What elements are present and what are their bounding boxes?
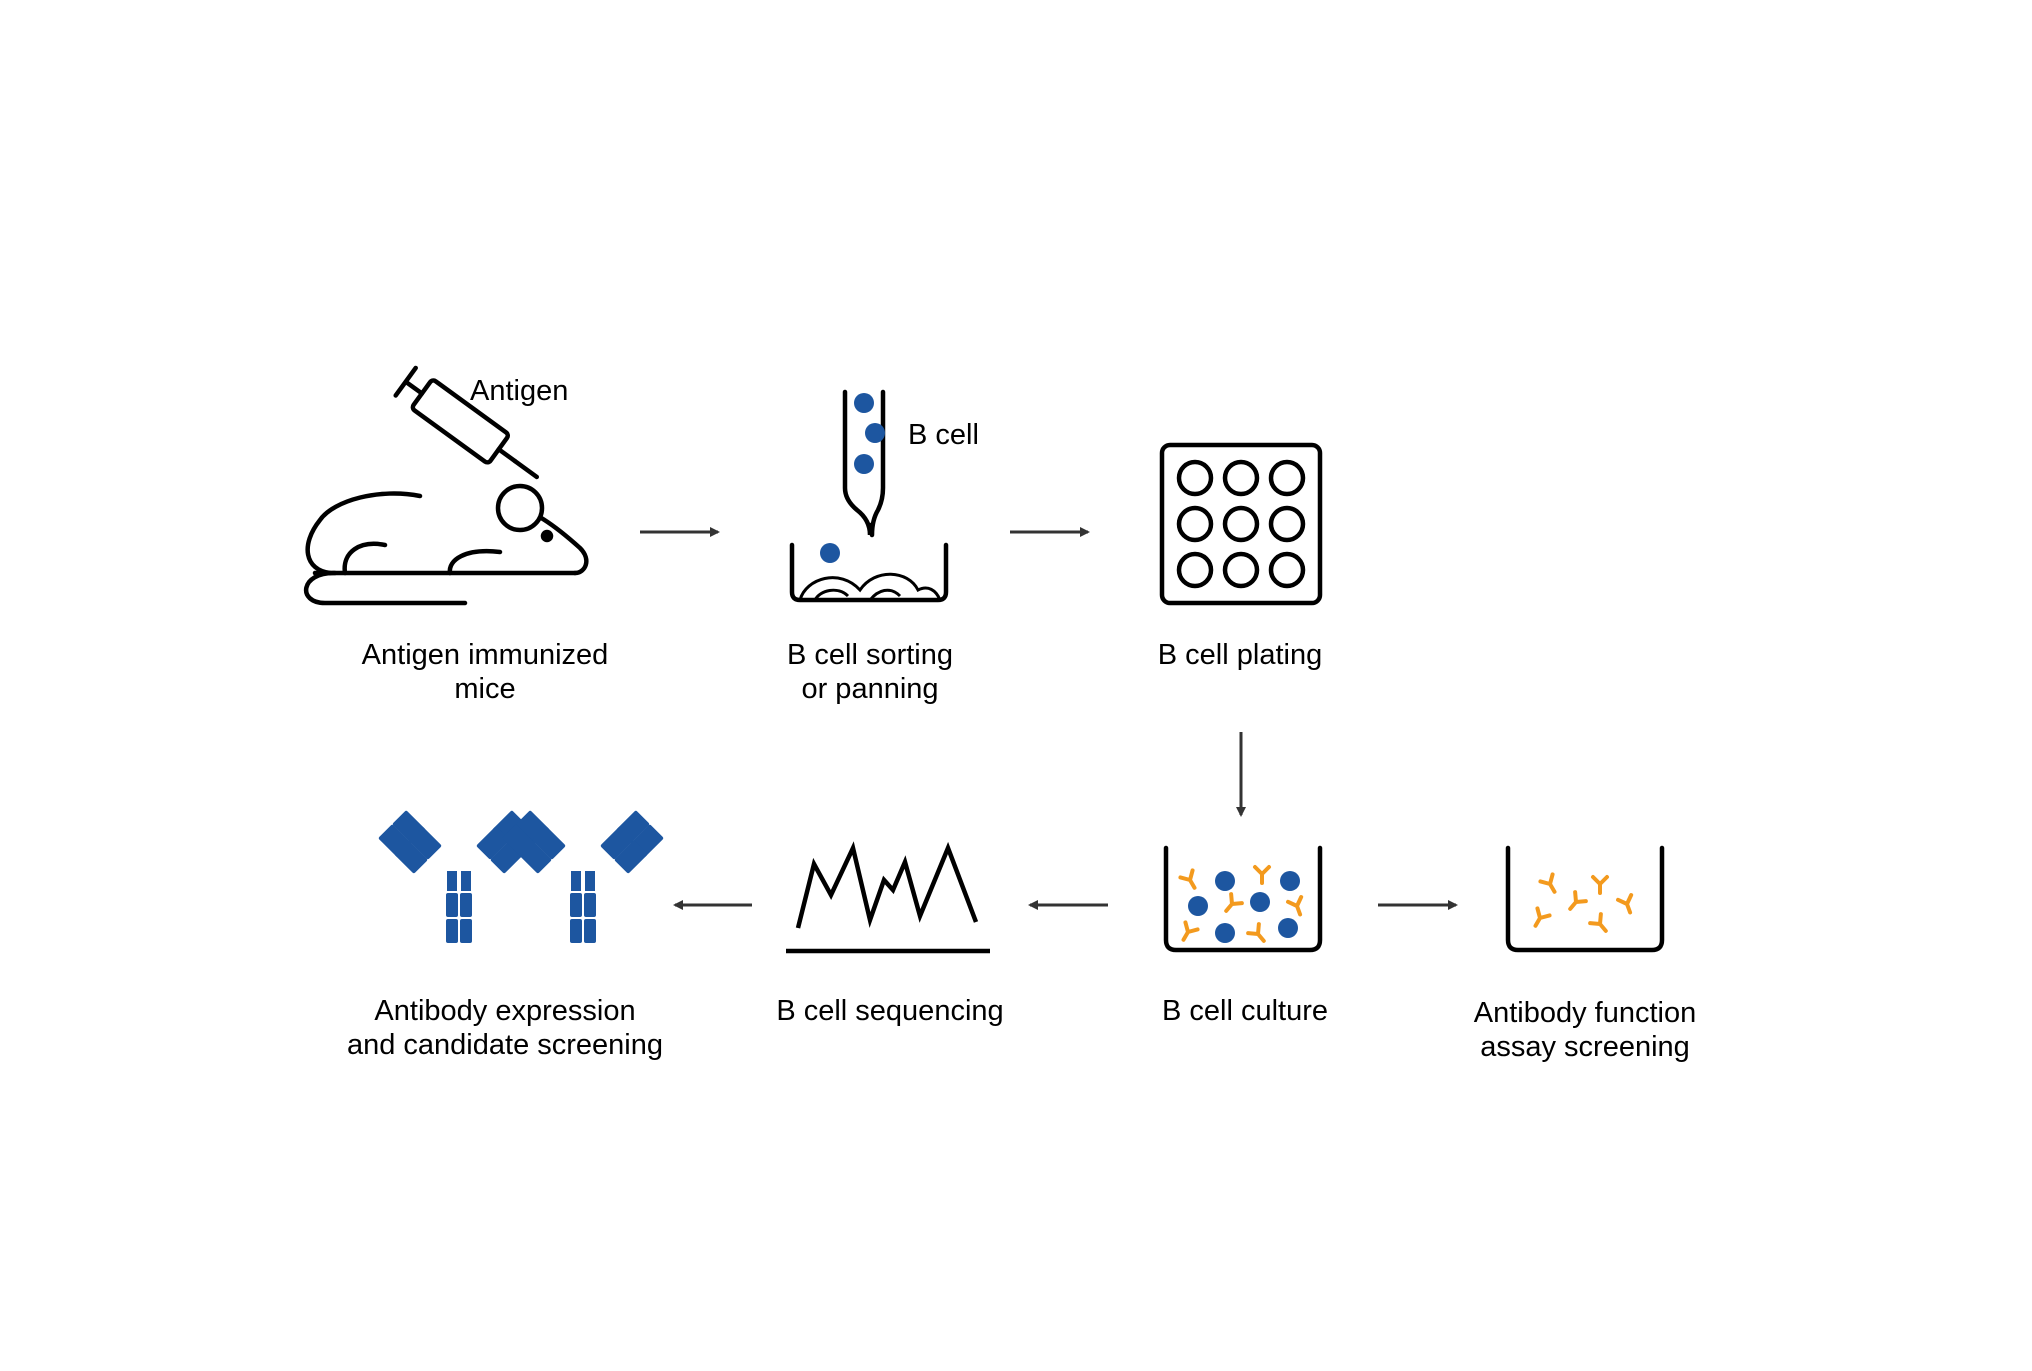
culture-well-icon (1163, 845, 1323, 953)
flow-arrows (640, 527, 1458, 910)
assay-well-icon (1505, 845, 1665, 953)
label-culture: B cell culture (1161, 995, 1328, 1027)
antigen-callout: Antigen (470, 375, 568, 407)
sorting-pipette-dish-icon (789, 389, 949, 603)
b-cell-callout: B cell (908, 419, 979, 451)
sequencing-trace-icon (786, 841, 990, 954)
label-plating: B cell plating (1157, 639, 1323, 671)
label-immunized-mice: Antigen immunized mice (361, 639, 609, 705)
label-function: Antibody function assay screening (1473, 997, 1697, 1063)
well-plate-icon (1159, 442, 1323, 606)
antibody-icon (378, 810, 664, 943)
label-expression: Antibody expression and candidate screen… (346, 995, 663, 1061)
label-sorting: B cell sorting or panning (786, 639, 953, 705)
mouse-syringe-icon (304, 365, 589, 606)
label-sequencing: B cell sequencing (776, 995, 1004, 1027)
